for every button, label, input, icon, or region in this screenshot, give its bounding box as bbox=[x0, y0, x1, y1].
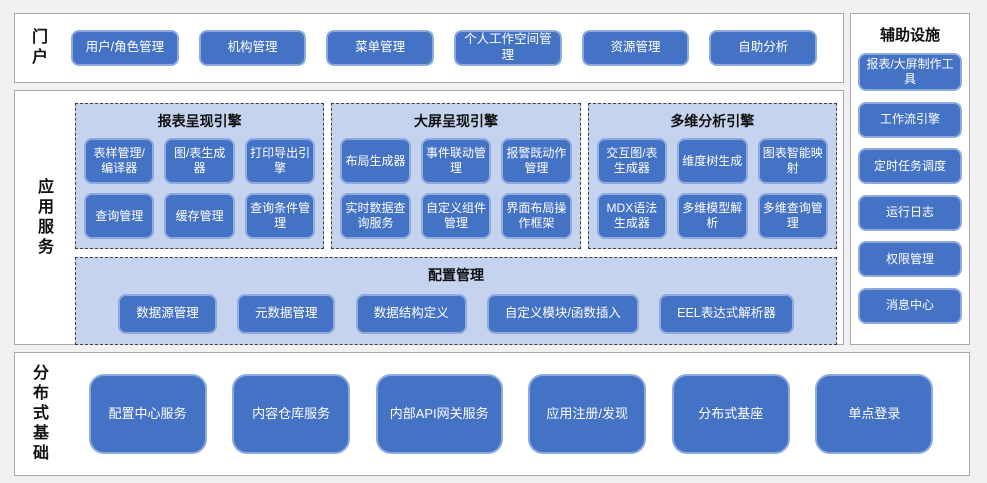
box-app-registration-discovery: 应用注册/发现 bbox=[528, 374, 647, 454]
box-cache-management: 缓存管理 bbox=[164, 193, 235, 239]
box-alarm-action-management: 报警既动作管理 bbox=[501, 138, 572, 184]
box-layout-generator: 布局生成器 bbox=[340, 138, 411, 184]
box-multidim-query-management: 多维查询管理 bbox=[757, 193, 828, 239]
config-button-row: 数据源管理 元数据管理 数据结构定义 自定义模块/函数插入 EEL表达式解析器 bbox=[84, 292, 828, 338]
box-multidim-model-parsing: 多维模型解析 bbox=[677, 193, 748, 239]
box-chart-table-generator: 图/表生成器 bbox=[164, 138, 235, 184]
box-chart-smart-mapping: 图表智能映射 bbox=[757, 138, 828, 184]
box-message-center: 消息中心 bbox=[858, 287, 962, 324]
app-services-section: 应用服务 报表呈现引擎 表样管理/编译器 图/表生成器 打印导出引擎 查询管理 … bbox=[14, 90, 844, 345]
panel-title-report-rendering-engine: 报表呈现引擎 bbox=[157, 113, 242, 129]
aux-facilities-title: 辅助设施 bbox=[879, 27, 940, 44]
panel-multidim-analysis-engine: 多维分析引擎 交互图/表生成器 维度树生成 图表智能映射 MDX语法生成器 多维… bbox=[587, 103, 837, 249]
box-datasource-management: 数据源管理 bbox=[118, 294, 217, 334]
box-content-repository-service: 内容仓库服务 bbox=[232, 374, 351, 454]
box-single-sign-on: 单点登录 bbox=[815, 374, 934, 454]
box-print-export-engine: 打印导出引擎 bbox=[244, 138, 316, 184]
engine-panels: 报表呈现引擎 表样管理/编译器 图/表生成器 打印导出引擎 查询管理 缓存管理 … bbox=[75, 103, 837, 249]
portal-section: 门户 用户/角色管理 机构管理 菜单管理 个人工作空间管理 资源管理 自助分析 bbox=[14, 13, 844, 83]
box-query-condition-management: 查询条件管理 bbox=[244, 193, 316, 239]
distributed-base-section: 分布式基础 配置中心服务 内容仓库服务 内部API网关服务 应用注册/发现 分布… bbox=[14, 352, 970, 476]
app-services-content: 报表呈现引擎 表样管理/编译器 图/表生成器 打印导出引擎 查询管理 缓存管理 … bbox=[75, 103, 837, 345]
box-report-bigscreen-authoring-tool: 报表/大屏制作工具 bbox=[858, 53, 962, 91]
box-org-management: 机构管理 bbox=[198, 30, 307, 66]
panel-config-management: 配置管理 数据源管理 元数据管理 数据结构定义 自定义模块/函数插入 EEL表达… bbox=[75, 257, 837, 345]
box-user-role-management: 用户/角色管理 bbox=[71, 30, 179, 66]
box-internal-api-gateway-service: 内部API网关服务 bbox=[375, 374, 503, 454]
box-metadata-management: 元数据管理 bbox=[236, 294, 336, 334]
box-config-center-service: 配置中心服务 bbox=[88, 374, 207, 454]
box-run-logs: 运行日志 bbox=[858, 194, 962, 231]
box-resource-management: 资源管理 bbox=[581, 30, 690, 66]
box-event-linkage-management: 事件联动管理 bbox=[420, 138, 492, 184]
panel-title-config-management: 配置管理 bbox=[428, 267, 484, 283]
box-workflow-engine: 工作流引擎 bbox=[858, 101, 962, 138]
portal-button-row: 用户/角色管理 机构管理 菜单管理 个人工作空间管理 资源管理 自助分析 bbox=[51, 30, 843, 66]
panel-grid-bigscreen: 布局生成器 事件联动管理 报警既动作管理 实时数据查询服务 自定义组件管理 界面… bbox=[340, 138, 572, 239]
box-interactive-chart-generator: 交互图/表生成器 bbox=[596, 138, 668, 184]
distributed-button-row: 配置中心服务 内容仓库服务 内部API网关服务 应用注册/发现 分布式基座 单点… bbox=[53, 374, 969, 454]
portal-section-title: 门户 bbox=[31, 29, 48, 66]
box-query-management: 查询管理 bbox=[84, 193, 155, 239]
box-mdx-syntax-generator: MDX语法生成器 bbox=[596, 193, 668, 239]
box-realtime-data-query-service: 实时数据查询服务 bbox=[340, 193, 411, 239]
box-distributed-base-platform: 分布式基座 bbox=[671, 374, 790, 454]
box-permission-management: 权限管理 bbox=[858, 241, 962, 277]
box-personal-workspace-management: 个人工作空间管理 bbox=[454, 30, 562, 66]
box-menu-management: 菜单管理 bbox=[326, 30, 435, 66]
aux-facilities-section: 辅助设施 报表/大屏制作工具 工作流引擎 定时任务调度 运行日志 权限管理 消息… bbox=[850, 13, 970, 345]
app-services-section-title: 应用服务 bbox=[37, 178, 54, 256]
distributed-base-title: 分布式基础 bbox=[32, 365, 49, 462]
box-self-service-analysis: 自助分析 bbox=[709, 30, 818, 66]
box-ui-layout-operation-framework: 界面布局操作框架 bbox=[501, 193, 572, 239]
box-custom-component-management: 自定义组件管理 bbox=[420, 193, 492, 239]
box-table-style-compiler: 表样管理/编译器 bbox=[84, 138, 155, 184]
box-custom-module-function-insert: 自定义模块/函数插入 bbox=[486, 294, 639, 334]
panel-grid-multidim: 交互图/表生成器 维度树生成 图表智能映射 MDX语法生成器 多维模型解析 多维… bbox=[596, 138, 828, 239]
panel-title-bigscreen-rendering-engine: 大屏呈现引擎 bbox=[413, 113, 498, 129]
panel-report-rendering-engine: 报表呈现引擎 表样管理/编译器 图/表生成器 打印导出引擎 查询管理 缓存管理 … bbox=[75, 103, 325, 249]
panel-bigscreen-rendering-engine: 大屏呈现引擎 布局生成器 事件联动管理 报警既动作管理 实时数据查询服务 自定义… bbox=[331, 103, 581, 249]
box-scheduled-task-dispatch: 定时任务调度 bbox=[858, 148, 962, 184]
box-eel-expression-parser: EEL表达式解析器 bbox=[659, 294, 794, 334]
panel-title-multidim-analysis-engine: 多维分析引擎 bbox=[670, 113, 755, 129]
box-data-structure-definition: 数据结构定义 bbox=[355, 294, 467, 334]
panel-grid-report: 表样管理/编译器 图/表生成器 打印导出引擎 查询管理 缓存管理 查询条件管理 bbox=[84, 138, 316, 239]
box-dimension-tree-generation: 维度树生成 bbox=[677, 138, 748, 184]
